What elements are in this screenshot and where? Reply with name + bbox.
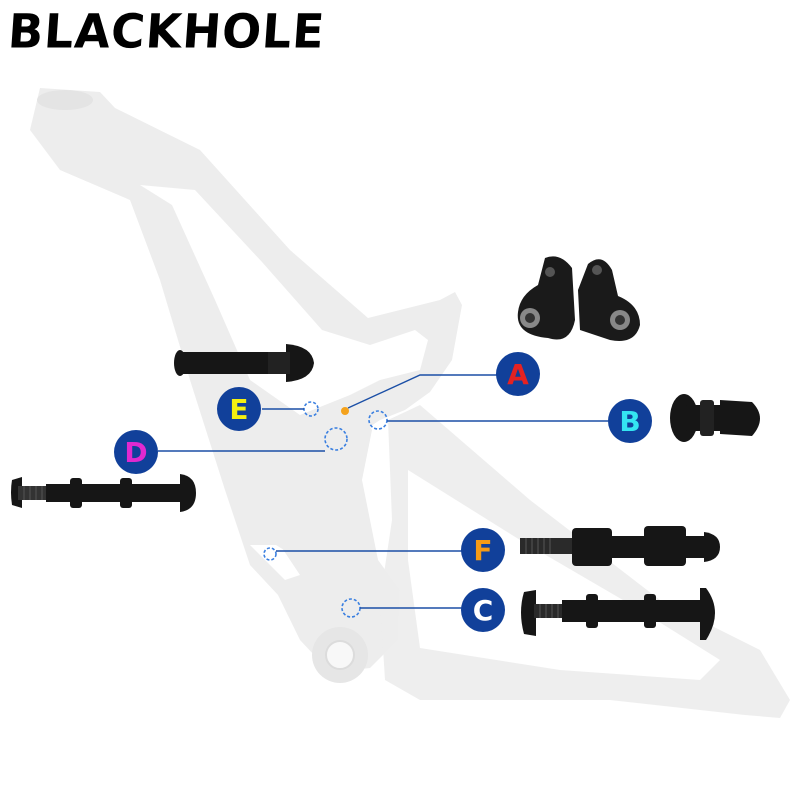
callout-d-letter: D	[124, 436, 147, 469]
callout-e-letter: E	[229, 393, 248, 426]
callout-d: D	[114, 430, 158, 474]
main-pivot-axle	[521, 588, 715, 640]
callout-a-letter: A	[507, 358, 529, 391]
callout-badges: A B C D E F	[114, 352, 652, 632]
callout-b: B	[608, 399, 652, 443]
bottom-bracket-bore	[325, 640, 355, 670]
callout-f-letter: F	[473, 534, 492, 567]
callout-e: E	[217, 387, 261, 431]
pivot-f	[263, 547, 277, 561]
callout-f: F	[461, 528, 505, 572]
pivot-b	[368, 410, 388, 430]
pivot-d	[324, 427, 348, 451]
callout-c: C	[461, 588, 505, 632]
callout-b-letter: B	[619, 405, 640, 438]
head-tube-top	[37, 90, 93, 110]
leader-lines	[158, 374, 608, 609]
shock-mount-bolt	[670, 394, 760, 442]
spacer-pivot-axle	[520, 526, 720, 566]
leader-a	[347, 374, 500, 409]
callout-c-letter: C	[473, 594, 494, 627]
callout-a: A	[496, 352, 540, 396]
long-pivot-axle	[11, 474, 196, 512]
short-pivot-bolt	[174, 344, 314, 382]
rocker-link-icon	[517, 256, 640, 341]
pivot-a-dot	[341, 407, 349, 415]
